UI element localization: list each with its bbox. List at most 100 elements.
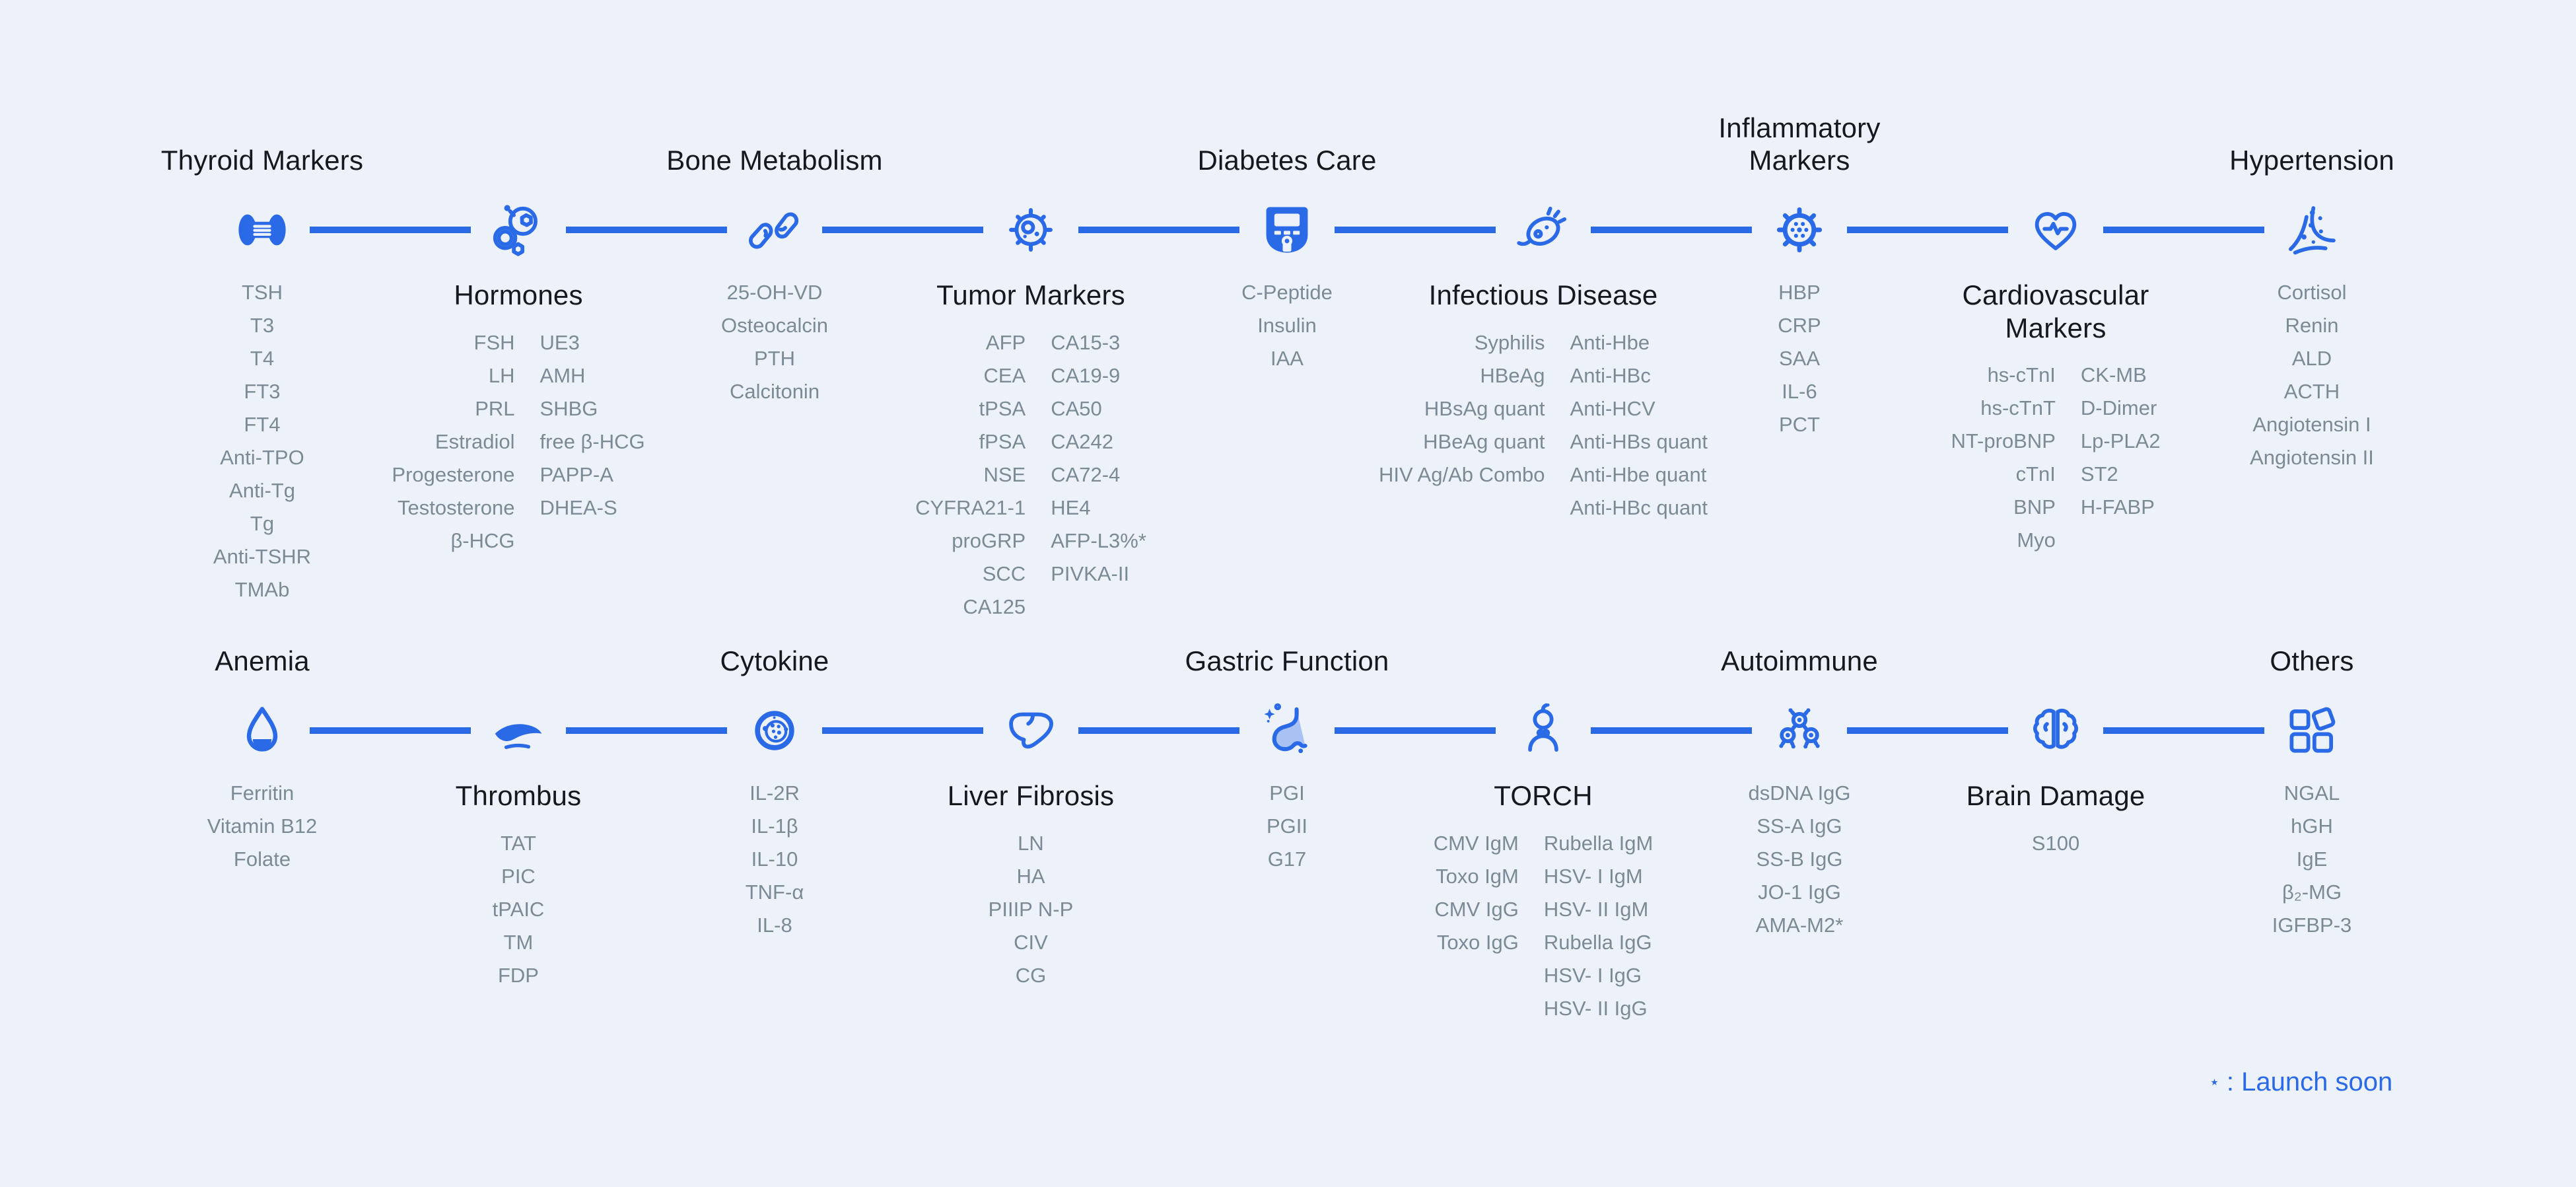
marker-item: IgE — [2296, 847, 2328, 871]
marker-item: FT3 — [244, 380, 281, 403]
icon-slot — [727, 192, 822, 268]
category-title: Liver Fibrosis — [947, 780, 1115, 811]
virus-icon — [1752, 199, 1847, 260]
marker-item: NSE — [983, 462, 1026, 486]
marker-list: S100 — [2032, 827, 2079, 860]
marker-sublist: S100 — [2032, 827, 2079, 860]
category-title: Brain Damage — [1966, 780, 2145, 811]
stomach-icon — [1239, 700, 1335, 761]
marker-item: PIVKA-II — [1051, 561, 1130, 585]
marker-item: free β-HCG — [540, 429, 645, 453]
marker-item: Anti-HBc — [1570, 363, 1651, 387]
marker-item: hs-cTnT — [1980, 396, 2056, 420]
marker-item: PGI — [1269, 781, 1305, 805]
category-title: Diabetes Care — [1197, 145, 1377, 176]
marker-item: CMV IgM — [1433, 831, 1519, 855]
marker-item: fPSA — [979, 429, 1026, 453]
marker-item: Insulin — [1257, 314, 1317, 337]
marker-item: FT4 — [244, 413, 281, 436]
marker-item: C-Peptide — [1241, 281, 1333, 304]
marker-item: Renin — [2285, 314, 2339, 337]
category-title: Anemia — [215, 645, 310, 677]
marker-item: Folate — [233, 847, 291, 871]
marker-item: HBeAg quant — [1423, 429, 1545, 453]
marker-item: PCT — [1778, 413, 1820, 436]
marker-item: NT-proBNP — [1951, 429, 2056, 453]
category-title: Thrombus — [455, 780, 582, 811]
marker-item: SAA — [1778, 347, 1820, 370]
category-title: TORCH — [1494, 780, 1593, 811]
marker-item: PIC — [501, 864, 536, 888]
marker-item: Estradiol — [435, 429, 515, 453]
marker-item: cTnI — [2015, 462, 2056, 486]
marker-item: tPSA — [979, 396, 1026, 420]
icon-slot — [1496, 192, 1591, 268]
marker-item: AMH — [540, 363, 586, 387]
marker-item: CA15-3 — [1051, 330, 1121, 354]
marker-item: Ferritin — [230, 781, 295, 805]
icon-slot — [727, 692, 822, 769]
marker-item: HBeAg — [1480, 363, 1545, 387]
marker-item: CA50 — [1051, 396, 1102, 420]
marker-item: Anti-TSHR — [213, 545, 312, 568]
marker-item: TSH — [241, 281, 283, 304]
marker-item: Lp-PLA2 — [2080, 429, 2161, 453]
icon-slot — [1239, 692, 1335, 769]
marker-item: LN — [1018, 831, 1044, 855]
marker-item: FDP — [497, 963, 539, 987]
marker-item: Anti-TPO — [220, 446, 304, 469]
marker-item: β₂-MG — [2281, 881, 2342, 904]
heart-pulse-icon — [2008, 199, 2103, 260]
footnote-launch-soon: ⋆ : Launch soon — [2209, 1067, 2392, 1097]
antibody-molecule-icon — [1752, 700, 1847, 761]
marker-item: D-Dimer — [2080, 396, 2157, 420]
marker-item: Toxo IgM — [1436, 864, 1519, 888]
marker-item: Progesterone — [392, 462, 515, 486]
marker-item: IL-1β — [751, 814, 798, 838]
marker-item: Toxo IgG — [1436, 930, 1519, 954]
marker-item: TAT — [501, 831, 536, 855]
marker-item: 25-OH-VD — [726, 281, 823, 304]
marker-item: PTH — [754, 347, 795, 370]
marker-item: CK-MB — [2080, 363, 2147, 387]
title-slot: Diabetes Care — [1197, 106, 1376, 192]
marker-item: AMA-M2* — [1755, 914, 1844, 937]
title-slot: Hypertension — [2229, 106, 2394, 192]
category-title: Infectious Disease — [1428, 279, 1658, 310]
icon-slot — [2264, 192, 2359, 268]
marker-item: β-HCG — [450, 528, 515, 552]
category-title: Gastric Function — [1185, 645, 1389, 677]
marker-item: HBsAg quant — [1424, 396, 1545, 420]
marker-item: SS-B IgG — [1756, 847, 1843, 871]
baby-icon — [1496, 700, 1591, 761]
marker-item: HSV- II IgM — [1543, 897, 1649, 921]
marker-item: H-FABP — [2080, 495, 2155, 519]
marker-item: ST2 — [2080, 462, 2118, 486]
brain-icon — [2008, 700, 2103, 761]
marker-item: Rubella IgG — [1543, 930, 1652, 954]
